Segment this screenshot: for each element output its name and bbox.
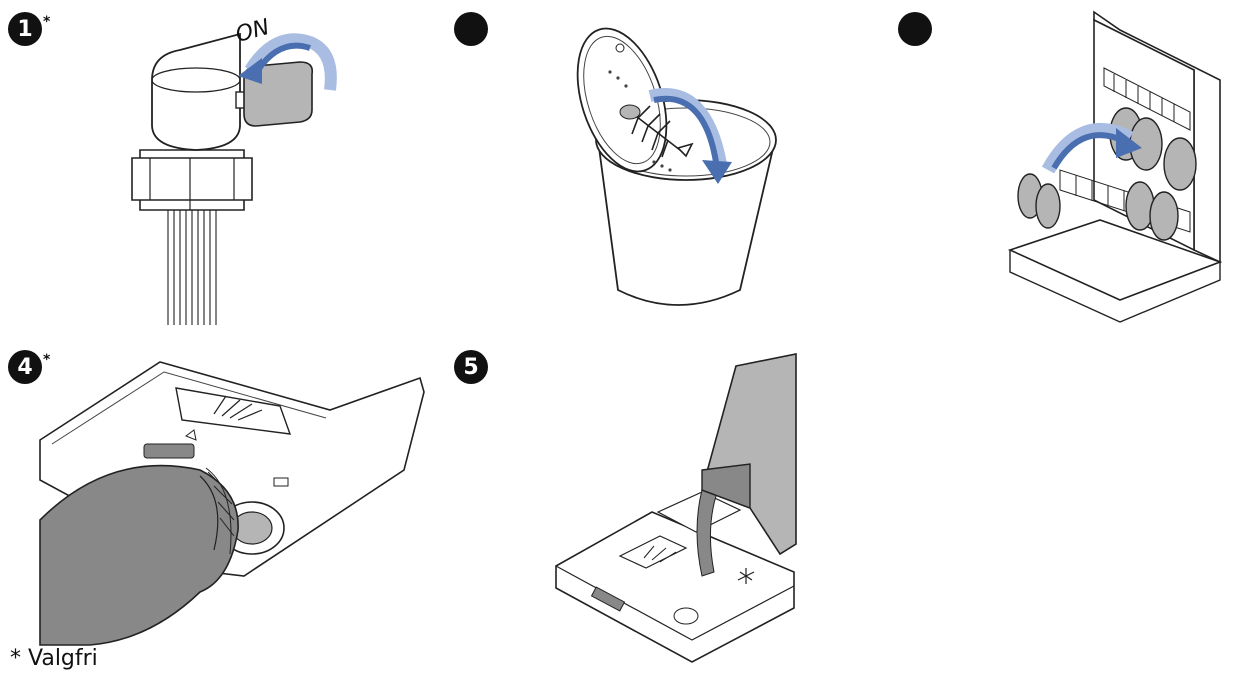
dispenser-cap-illustration <box>39 361 425 646</box>
step-1-number-badge: 1 <box>8 12 42 46</box>
water-tap-illustration: ON <box>131 15 337 325</box>
step-2-number-badge <box>454 12 488 46</box>
step-4-number-badge: 4 <box>8 350 42 384</box>
step-2-panel <box>440 0 820 330</box>
step-3-number-badge <box>898 12 932 46</box>
detergent-pouring-illustration <box>555 353 797 663</box>
step-4-panel: 4 * <box>0 340 430 646</box>
step-4-optional-marker: * <box>43 352 51 368</box>
filter-emptying-illustration <box>576 27 777 306</box>
step-1-optional-marker: * <box>43 14 51 30</box>
step-1-panel: 1 * ON <box>0 0 400 330</box>
optional-footnote: * Valgfri <box>10 646 98 671</box>
step-5-panel: 5 <box>440 340 820 670</box>
step-5-number-badge: 5 <box>454 350 488 384</box>
dishwasher-loading-illustration <box>1007 10 1223 323</box>
step-3-panel <box>890 0 1235 330</box>
